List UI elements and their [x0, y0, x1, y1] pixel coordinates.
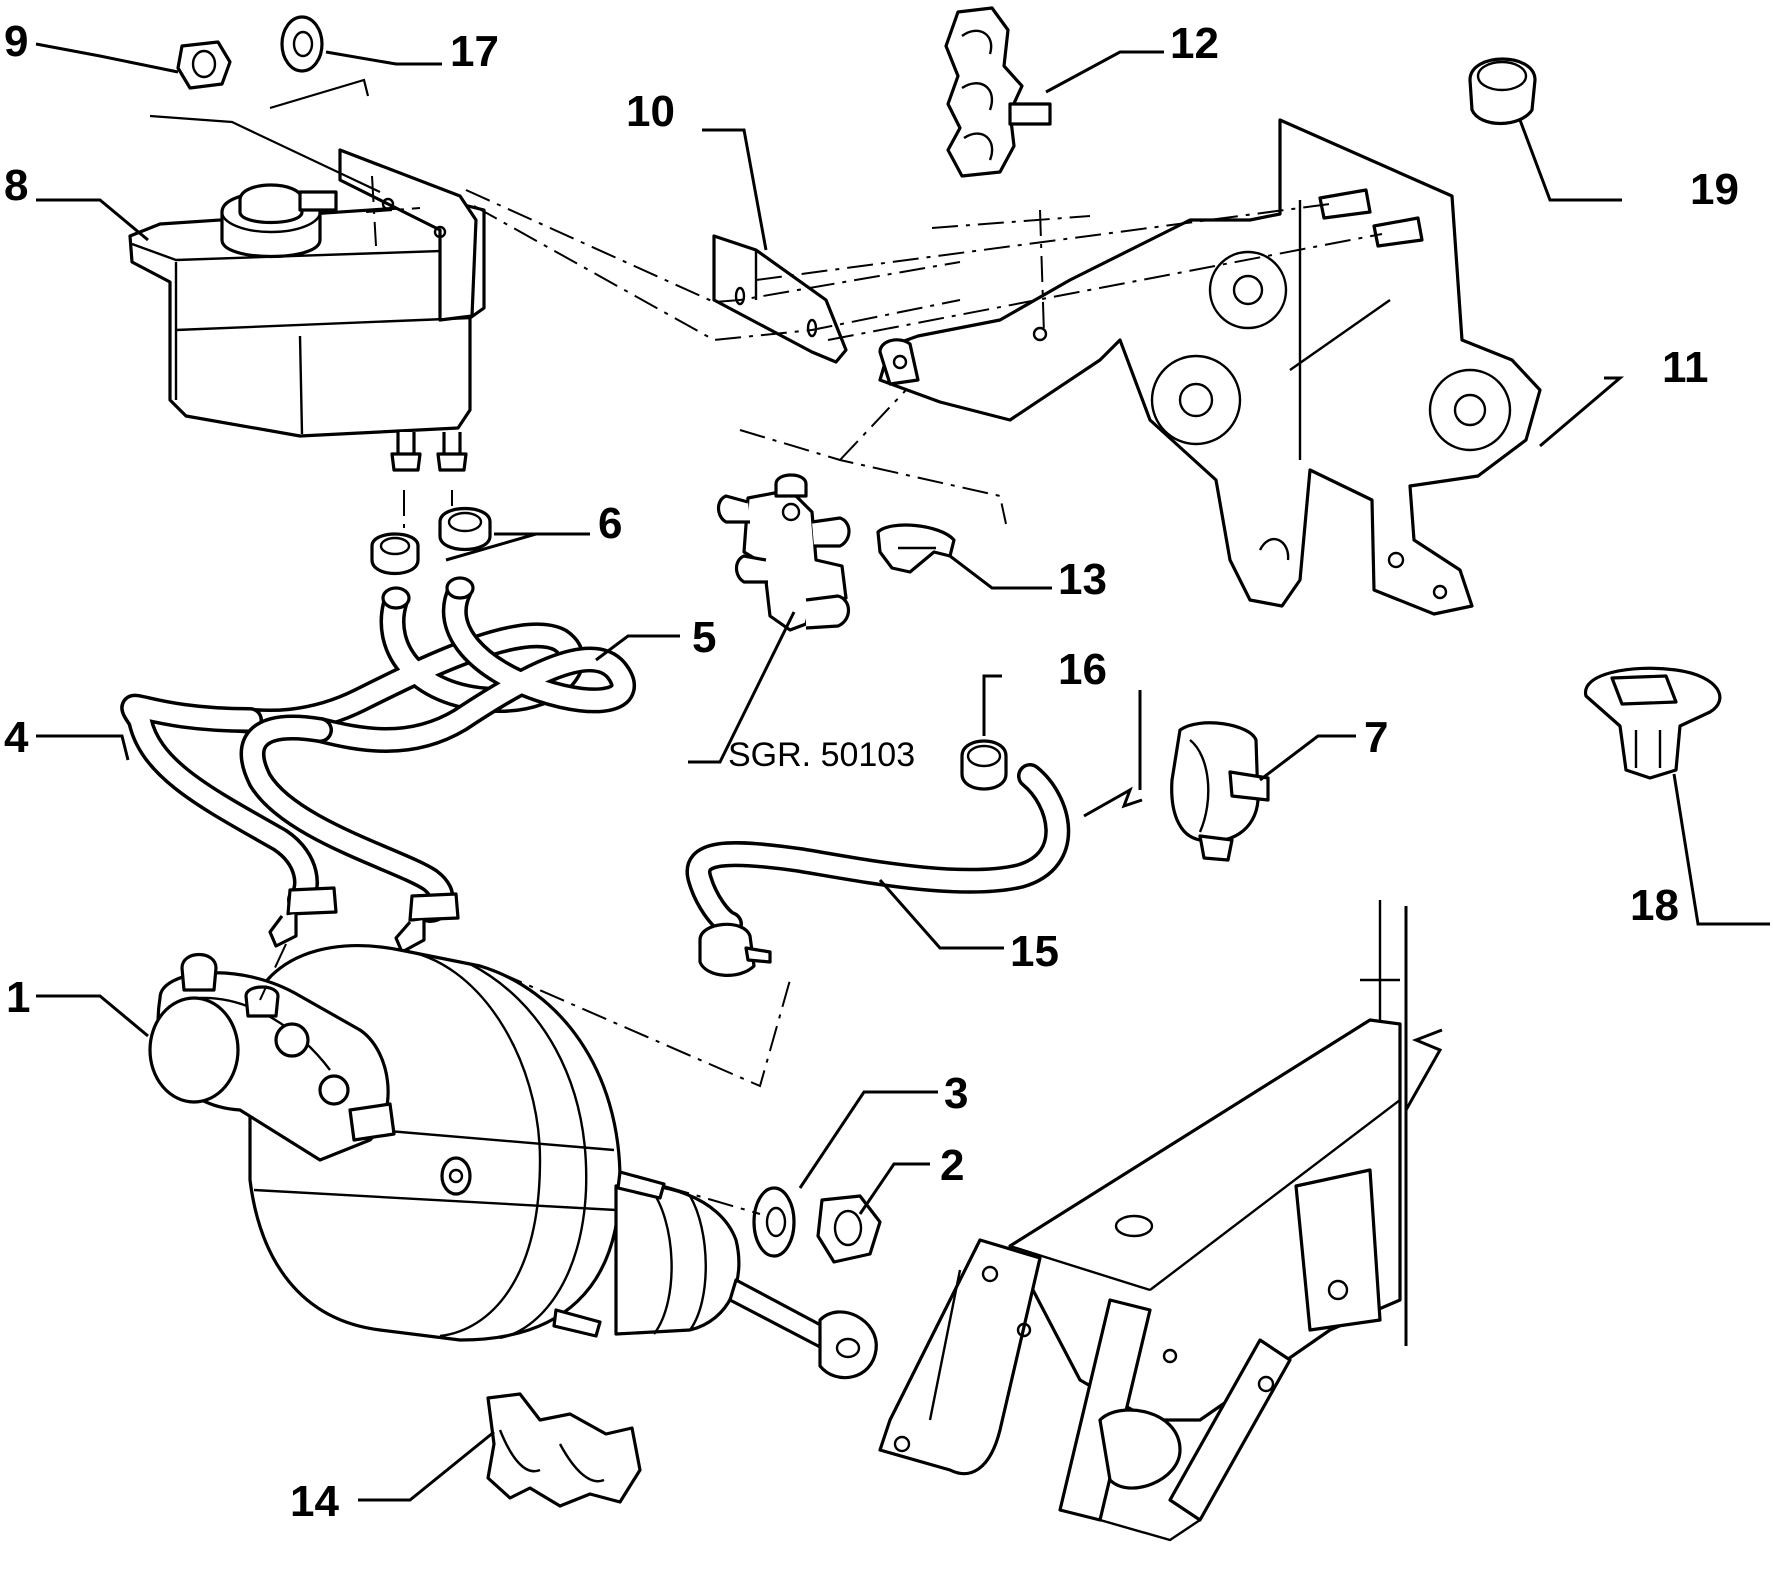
part-2-nut [816, 1194, 882, 1264]
callout-7: 7 [1364, 713, 1388, 762]
callout-13: 13 [1058, 555, 1107, 604]
part-19-rubber-pad [1468, 57, 1537, 126]
part-13-clip [876, 523, 956, 574]
part-10-bracket [712, 234, 848, 364]
callout-3: 3 [944, 1069, 968, 1118]
section-break-lines [149, 78, 1443, 1346]
part-5-reservoir-hoses [227, 576, 636, 753]
part-6-hose-clamps [370, 506, 492, 576]
pedal-support-bracket [878, 900, 1402, 1542]
callout-5: 5 [692, 613, 716, 662]
callout-9: 9 [4, 17, 28, 66]
part-3-washer [752, 1186, 796, 1258]
part-4-master-cylinder-hoses [120, 693, 460, 954]
callout-15: 15 [1010, 927, 1059, 976]
part-9-nut [176, 40, 232, 90]
part-1-brake-booster [148, 944, 878, 1380]
part-18-push-clip [1584, 666, 1722, 780]
callout-18: 18 [1630, 881, 1679, 930]
callout-2: 2 [940, 1141, 964, 1190]
reference-sgr-50103: SGR. 50103 [728, 736, 915, 774]
part-7-check-valve [1170, 721, 1270, 862]
part-11-mounting-bracket [878, 118, 1542, 616]
callout-10: 10 [626, 87, 675, 136]
callout-12: 12 [1170, 19, 1219, 68]
callout-14: 14 [290, 1477, 339, 1526]
callout-16: 16 [1058, 645, 1107, 694]
alignment-lines [259, 175, 1383, 1215]
callout-labels: 1 2 3 4 5 6 7 8 9 10 11 12 13 14 15 16 1… [4, 17, 1739, 1526]
part-12-triple-clip [944, 6, 1052, 178]
callout-1: 1 [6, 973, 30, 1022]
callout-17: 17 [450, 27, 499, 76]
callout-6: 6 [598, 499, 622, 548]
part-8-fluid-reservoir [128, 148, 486, 472]
part-15-vacuum-hose [685, 763, 1071, 977]
part-14-double-clip [486, 1392, 642, 1508]
leader-lines [35, 42, 1770, 1502]
callout-11: 11 [1662, 343, 1709, 392]
part-16-hose-clamp [960, 739, 1008, 791]
callout-19: 19 [1690, 165, 1739, 214]
part-17-washer [280, 15, 324, 73]
callout-8: 8 [4, 161, 28, 210]
callout-4: 4 [4, 713, 29, 762]
part-valve-sgr-50103 [716, 473, 851, 632]
